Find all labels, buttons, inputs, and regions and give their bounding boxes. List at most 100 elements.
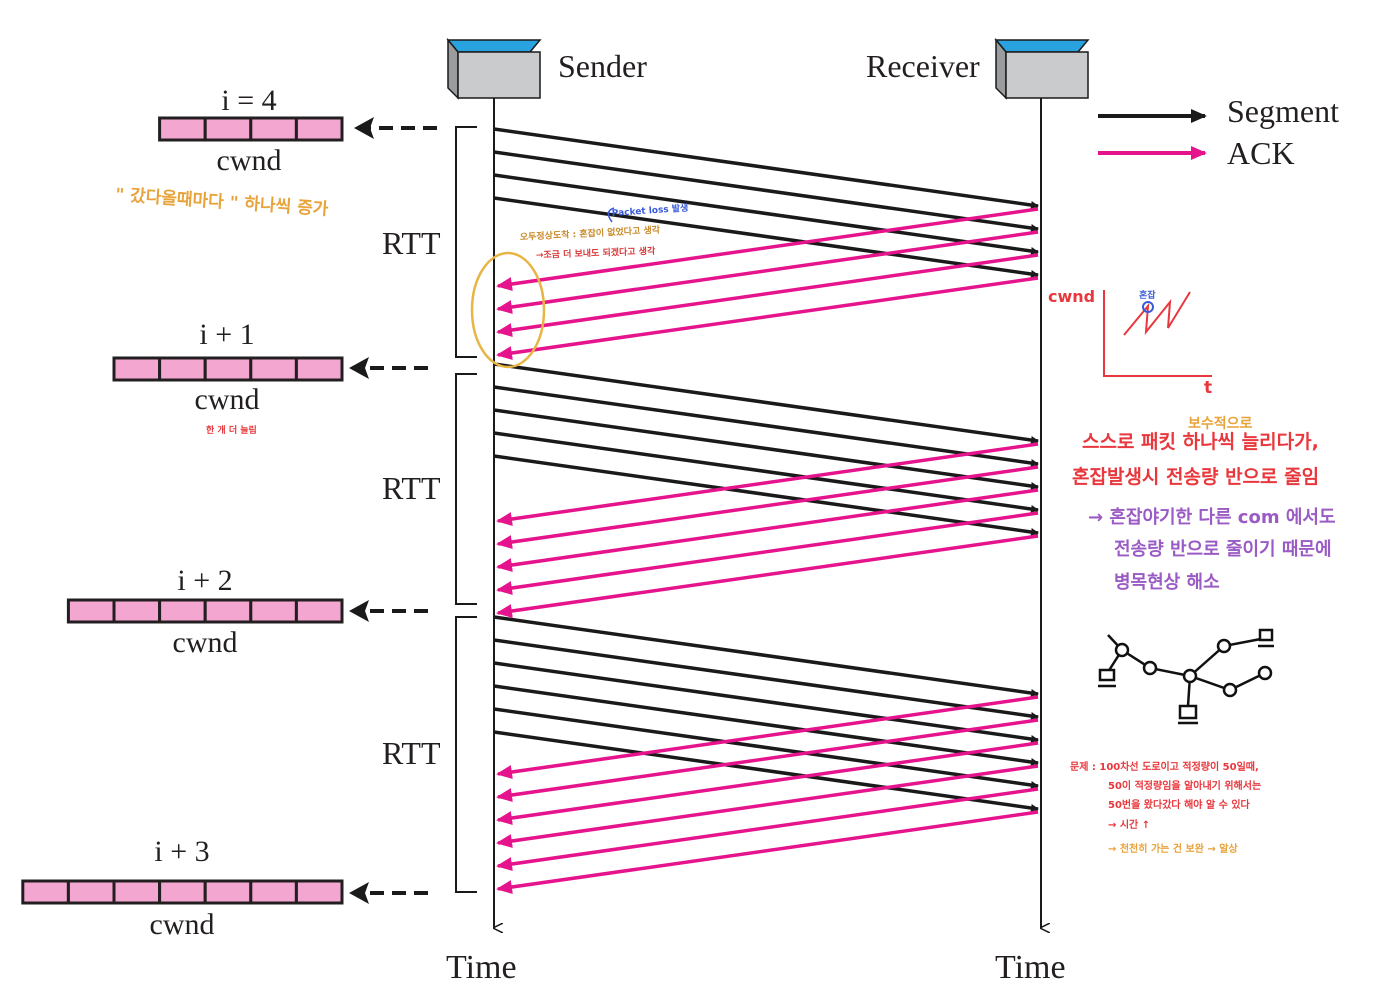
cwnd-label-4: cwnd bbox=[150, 908, 215, 941]
note-self-line2: 혼잡발생시 전송량 반으로 줄임 bbox=[1072, 465, 1319, 488]
legend: Segment ACK bbox=[1098, 93, 1339, 171]
cwnd-label-1: cwnd bbox=[217, 144, 282, 177]
segment-arrow bbox=[493, 385, 1039, 467]
graph-peak-marker bbox=[1142, 301, 1154, 313]
cwnd-pointer-arrow-3 bbox=[349, 600, 428, 622]
ack-arrow bbox=[496, 810, 1039, 894]
ack-arrow bbox=[496, 230, 1039, 314]
segment-arrow bbox=[493, 362, 1039, 444]
ack-arrow bbox=[496, 253, 1039, 337]
cwnd-boxes-1 bbox=[158, 116, 344, 142]
note-ack-increase: " 갔다올때마다 " 하나씩 증가 bbox=[115, 185, 330, 220]
segment-arrow bbox=[493, 638, 1039, 720]
note-problem-1: 문제 : 100차선 도로이고 적정량이 50일때, bbox=[1070, 760, 1259, 773]
ack-arrow bbox=[496, 442, 1039, 526]
network-sketch-icon bbox=[1098, 628, 1274, 725]
cwnd-slot bbox=[158, 598, 207, 624]
rtt-bracket-1 bbox=[455, 126, 477, 358]
cwnd-pointer-arrow-1 bbox=[354, 117, 437, 139]
note-problem-3: 50번을 왔다갔다 해야 알 수 있다 bbox=[1108, 798, 1251, 811]
legend-ack-label: ACK bbox=[1227, 135, 1295, 171]
cwnd-slot bbox=[203, 879, 253, 905]
segment-arrow bbox=[493, 730, 1039, 812]
round-title-4: i + 3 bbox=[154, 835, 209, 868]
ack-arrow bbox=[496, 511, 1039, 595]
cwnd-label-3: cwnd bbox=[173, 626, 238, 659]
ack-arrow bbox=[496, 741, 1039, 825]
graph-sawtooth-line bbox=[1123, 291, 1191, 336]
cwnd-slot bbox=[158, 879, 207, 905]
cwnd-slot bbox=[203, 116, 253, 142]
graph-x-label: t bbox=[1204, 378, 1212, 398]
note-conservative: 보수적으로 bbox=[1188, 415, 1253, 432]
rtt-label-2: RTT bbox=[382, 470, 441, 506]
note-other-line3: 병목현상 해소 bbox=[1114, 572, 1220, 593]
ack-arrow bbox=[496, 764, 1039, 848]
rtt-bracket-3 bbox=[455, 616, 477, 893]
cwnd-slot bbox=[294, 879, 344, 905]
rtt-label-3: RTT bbox=[382, 735, 441, 771]
cwnd-slot bbox=[249, 598, 298, 624]
cwnd-slot bbox=[112, 879, 162, 905]
cwnd-slot bbox=[294, 116, 344, 142]
cwnd-sawtooth-graph bbox=[1103, 290, 1212, 377]
note-other-line2: 전송량 반으로 줄이기 때문에 bbox=[1114, 539, 1332, 560]
segment-arrow bbox=[493, 707, 1039, 789]
segment-arrow bbox=[493, 196, 1039, 278]
note-all-ok-1: 오두정상도착 : 혼잡이 없었다고 생각 bbox=[520, 224, 661, 243]
ack-arrow bbox=[496, 718, 1039, 802]
rtt-bracket-2 bbox=[455, 373, 477, 605]
graph-y-label: cwnd bbox=[1048, 287, 1095, 306]
receiver-label: Receiver bbox=[866, 48, 980, 84]
segment-arrows bbox=[493, 127, 1039, 812]
cwnd-slot bbox=[66, 598, 116, 624]
legend-segment-label: Segment bbox=[1227, 93, 1339, 129]
cwnd-slot bbox=[249, 356, 298, 382]
cwnd-boxes-4 bbox=[21, 879, 344, 905]
graph-peak-label: 혼잡 bbox=[1139, 289, 1156, 301]
graph-axes bbox=[1103, 290, 1212, 377]
ack-arrow bbox=[496, 695, 1039, 779]
ack-arrow bbox=[496, 787, 1039, 871]
segment-arrow bbox=[493, 127, 1039, 209]
ack-arrow bbox=[496, 276, 1039, 360]
cwnd-slot bbox=[294, 598, 344, 624]
ack-arrow bbox=[496, 465, 1039, 549]
ack-arrival-highlight-circle bbox=[470, 251, 546, 369]
segment-arrow bbox=[493, 431, 1039, 513]
round-title-2: i + 1 bbox=[199, 318, 254, 351]
cwnd-pointer-arrow-4 bbox=[349, 882, 428, 904]
note-packet-loss: Packet loss 발생 bbox=[611, 202, 688, 219]
ack-arrows bbox=[496, 207, 1039, 894]
segment-arrow bbox=[493, 684, 1039, 766]
sender-host-icon bbox=[446, 37, 542, 100]
sender-time-label: Time bbox=[446, 949, 517, 986]
segment-arrow bbox=[493, 454, 1039, 536]
cwnd-slot bbox=[158, 116, 207, 142]
note-packet-loss-arrow-icon bbox=[607, 207, 615, 223]
rtt-label-1: RTT bbox=[382, 225, 441, 261]
cwnd-slot bbox=[21, 879, 70, 905]
note-self-line1: 스스로 패킷 하나씩 늘리다가, bbox=[1082, 431, 1319, 453]
cwnd-slot bbox=[112, 356, 162, 382]
note-all-ok-2: →조금 더 보내도 되겠다고 생각 bbox=[536, 245, 657, 261]
cwnd-label-2: cwnd bbox=[195, 383, 260, 416]
cwnd-slot bbox=[249, 116, 298, 142]
segment-arrow bbox=[493, 150, 1039, 232]
receiver-host-icon bbox=[994, 37, 1090, 100]
cwnd-boxes-2 bbox=[112, 356, 344, 382]
ack-arrow bbox=[496, 534, 1039, 618]
ack-arrow bbox=[496, 207, 1039, 291]
cwnd-slot bbox=[203, 598, 253, 624]
cwnd-slot bbox=[249, 879, 298, 905]
note-problem-5: → 천천히 가는 건 보완 → 알상 bbox=[1108, 842, 1238, 855]
cwnd-slot bbox=[66, 879, 116, 905]
round-title-3: i + 2 bbox=[177, 564, 232, 597]
note-problem-2: 50이 적정량임을 알아내기 위해서는 bbox=[1108, 779, 1261, 792]
receiver-time-label: Time bbox=[995, 949, 1066, 986]
ack-arrow bbox=[496, 488, 1039, 572]
cwnd-slot bbox=[112, 598, 162, 624]
cwnd-slot bbox=[158, 356, 207, 382]
note-problem-4: → 시간 ↑ bbox=[1108, 818, 1150, 831]
